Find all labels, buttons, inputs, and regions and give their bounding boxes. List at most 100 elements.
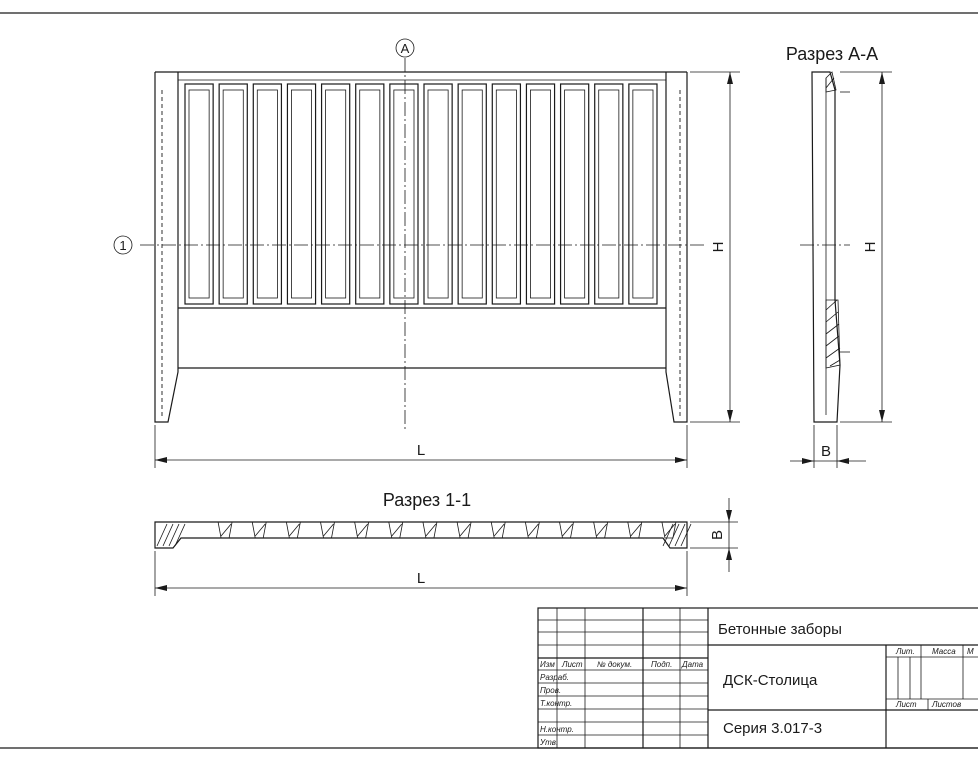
row-razrab: Разраб. <box>540 673 569 682</box>
slat-opening <box>325 89 347 299</box>
col-header-sign: Подп. <box>651 660 672 669</box>
slat-opening <box>530 89 551 299</box>
dimension-h-front <box>690 71 740 423</box>
right-post <box>665 72 688 423</box>
section-post-hatch <box>680 523 692 547</box>
section-web-hatch <box>425 523 437 537</box>
slat-opening <box>564 89 586 299</box>
section-web-hatch <box>289 523 300 537</box>
slat-frame <box>457 83 487 305</box>
col-header-date: Дата <box>681 660 704 669</box>
section-post-hatch <box>168 523 180 547</box>
dimension-b-11-label: B <box>709 530 726 540</box>
section-post-hatch <box>668 523 680 547</box>
axis-1-label: 1 <box>119 238 126 253</box>
slat-frame <box>218 83 248 305</box>
dimension-h-front-label: H <box>710 242 727 253</box>
section-web-hatch <box>391 523 403 537</box>
label-listov: Листов <box>931 700 961 709</box>
section-web <box>456 521 472 539</box>
section-aa-title: Разрез А-А <box>786 44 878 64</box>
col-header-list: Лист <box>561 660 583 669</box>
section-web-hatch <box>459 523 471 537</box>
slat-opening <box>598 89 620 299</box>
section-web <box>490 521 506 539</box>
section-web <box>524 521 540 539</box>
slat-opening <box>256 89 278 299</box>
section-web-hatch <box>254 523 266 537</box>
section-web <box>422 521 438 539</box>
dimension-h-aa-label: H <box>862 242 879 253</box>
slat-opening <box>291 89 312 299</box>
section-web-hatch <box>323 523 334 537</box>
slat-opening <box>461 89 483 299</box>
row-prov: Пров. <box>540 686 561 695</box>
section-web <box>251 521 267 539</box>
dimension-l-11 <box>154 551 688 596</box>
slat-frame <box>525 83 556 305</box>
header-lit: Лит. <box>895 647 915 656</box>
title-block-rows: Разраб. Пров. Т.контр. Н.контр. Утв. <box>539 673 574 747</box>
section-web-hatch <box>596 523 607 537</box>
title-block-right-headers: Лит. Масса М Лист Листов <box>895 647 974 709</box>
dimension-h-aa <box>840 71 892 423</box>
dimension-b-aa-label: B <box>821 443 831 460</box>
slat-frame <box>423 83 453 305</box>
section-11-title: Разрез 1-1 <box>383 490 471 510</box>
section-web <box>593 521 609 539</box>
slat-opening <box>188 89 210 299</box>
header-massa: Масса <box>932 647 956 656</box>
company-name: ДСК-Столица <box>723 672 818 689</box>
left-post <box>154 72 179 423</box>
header-m: М <box>967 647 974 656</box>
slat-frame <box>559 83 590 305</box>
section-web-hatch <box>630 523 642 537</box>
series-code: Серия 3.017-3 <box>723 720 822 737</box>
section-web-hatch <box>493 523 505 537</box>
section-web-hatch <box>562 523 573 537</box>
slat-frame <box>184 83 214 305</box>
col-header-doc: № докум. <box>597 660 632 669</box>
slat-frame <box>286 83 317 305</box>
row-nkontr: Н.контр. <box>540 725 574 734</box>
slat-frame <box>628 83 658 305</box>
slats-group <box>184 83 658 305</box>
slat-frame <box>355 83 385 305</box>
label-list: Лист <box>895 700 917 709</box>
row-utv: Утв. <box>539 738 558 747</box>
section-11 <box>154 521 692 549</box>
slat-frame <box>491 83 522 305</box>
slat-frame <box>389 83 419 305</box>
slat-opening <box>495 89 517 299</box>
axis-a-marker <box>395 38 415 58</box>
slat-frame <box>594 83 624 305</box>
drawing-title: Бетонные заборы <box>718 621 842 638</box>
dimension-b-aa <box>790 425 866 468</box>
slat-frame <box>320 83 351 305</box>
section-web <box>285 521 301 539</box>
section-web <box>354 521 370 539</box>
dimension-l-11-label: L <box>417 570 425 587</box>
title-block-col-headers: Изм Лист № докум. Подп. Дата <box>540 660 704 669</box>
section-aa <box>811 71 850 423</box>
axis-a-label: A <box>401 41 410 56</box>
section-post-hatch <box>162 523 174 547</box>
section-web <box>217 521 233 539</box>
section-web <box>320 521 335 539</box>
section-web <box>627 521 643 539</box>
section-post-hatch <box>662 523 674 547</box>
slat-frame <box>252 83 283 305</box>
section-web <box>388 521 404 539</box>
title-block <box>537 607 978 749</box>
dimension-l-front <box>154 425 688 468</box>
axis-1-marker <box>113 235 133 255</box>
dimension-b-11 <box>690 498 738 572</box>
col-header-izm: Изм <box>540 660 555 669</box>
slat-opening <box>393 89 415 299</box>
front-view <box>154 71 688 423</box>
section-post-hatch <box>174 523 186 547</box>
section-web-hatch <box>220 523 232 537</box>
row-tkontr: Т.контр. <box>540 699 572 708</box>
slat-opening <box>222 89 244 299</box>
